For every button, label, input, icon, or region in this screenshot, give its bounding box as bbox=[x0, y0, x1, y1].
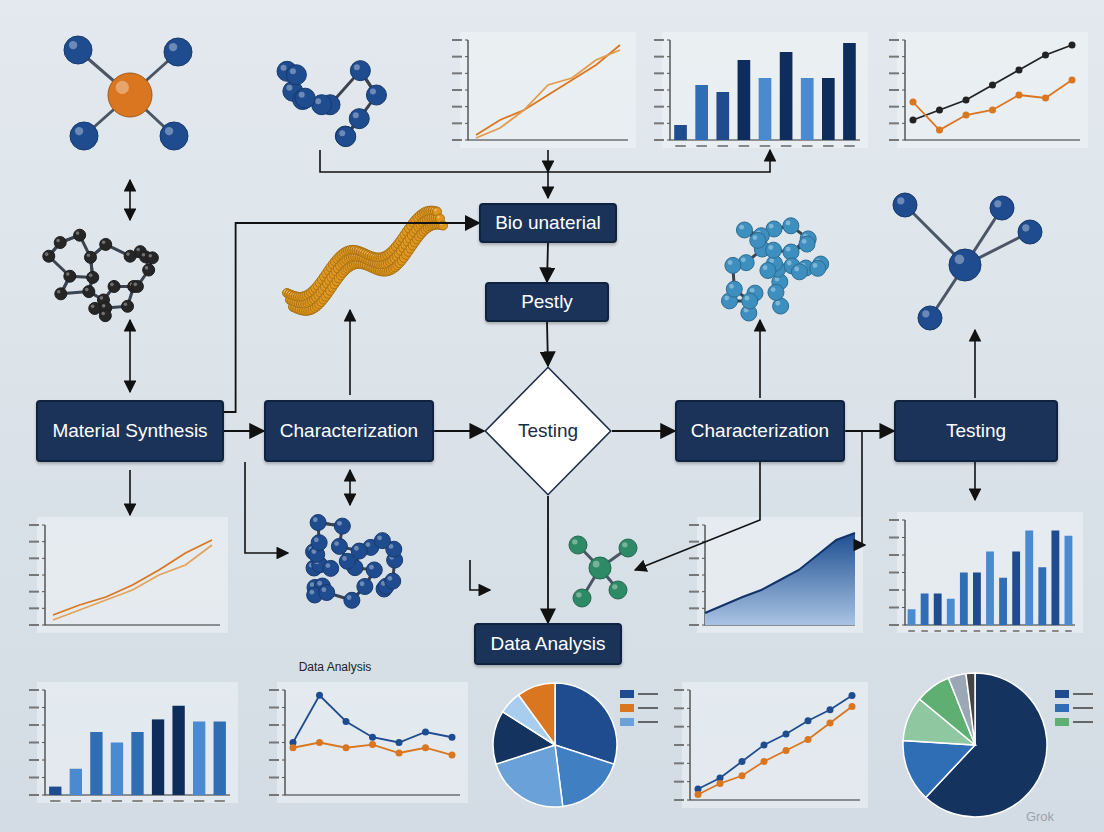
chart bbox=[269, 682, 468, 803]
process-box: Characterization bbox=[675, 400, 845, 462]
process-box: Material Synthesis bbox=[36, 400, 223, 462]
molecule bbox=[569, 536, 637, 607]
chart bbox=[654, 32, 868, 148]
node-text: Testing bbox=[518, 420, 578, 443]
flow-arrow bbox=[547, 496, 549, 623]
chart bbox=[674, 682, 868, 808]
flow-arrow bbox=[224, 223, 480, 412]
flow-arrow bbox=[434, 430, 484, 432]
molecule-network bbox=[277, 61, 386, 147]
chart bbox=[689, 517, 863, 633]
molecule-network bbox=[721, 218, 828, 321]
node-text: Material Synthesis bbox=[52, 420, 207, 443]
flow-arrow bbox=[224, 430, 264, 432]
decision-diamond: Testing bbox=[484, 366, 612, 496]
process-box: Bio unaterial bbox=[479, 203, 617, 243]
process-box: Pestly bbox=[485, 282, 609, 322]
node-text: Testing bbox=[946, 420, 1006, 443]
flow-arrow bbox=[547, 322, 548, 366]
flow-arrow bbox=[547, 243, 548, 282]
chart bbox=[29, 517, 228, 633]
chart-title: Data Analysis bbox=[299, 660, 372, 674]
molecule bbox=[893, 193, 1042, 330]
process-box: Data Analysis bbox=[474, 623, 621, 665]
process-box: Characterization bbox=[264, 400, 434, 462]
pie-chart bbox=[903, 673, 1047, 817]
molecule-network bbox=[43, 229, 159, 321]
chart bbox=[889, 512, 1083, 633]
flow-arrow bbox=[612, 430, 675, 432]
node-text: Data Analysis bbox=[490, 633, 605, 656]
node-text: Characterization bbox=[280, 420, 418, 443]
node-text: Bio unaterial bbox=[495, 212, 601, 235]
chart bbox=[889, 32, 1088, 148]
watermark: Grok bbox=[1026, 809, 1054, 824]
molecule bbox=[64, 36, 192, 150]
node-text: Pestly bbox=[521, 291, 573, 314]
chart bbox=[29, 682, 238, 803]
molecule-network bbox=[306, 515, 403, 609]
chart bbox=[452, 32, 636, 148]
pie-chart bbox=[493, 683, 617, 807]
node-text: Characterization bbox=[691, 420, 829, 443]
process-box: Testing bbox=[894, 400, 1058, 462]
flow-arrow bbox=[845, 430, 894, 432]
